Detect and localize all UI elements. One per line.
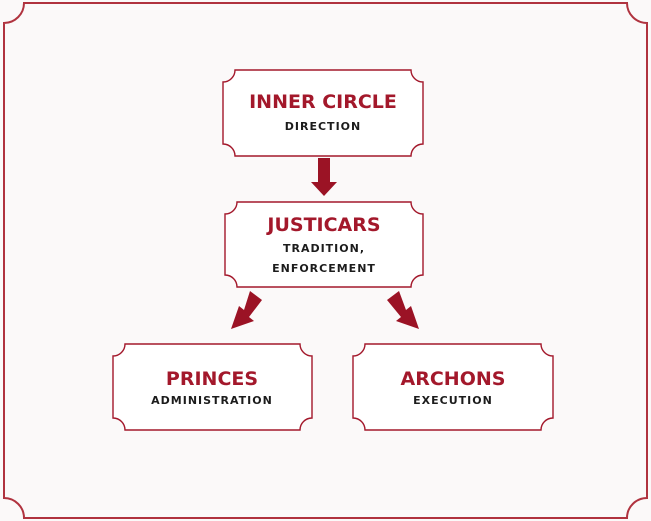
node-title: ARCHONS (401, 368, 506, 390)
node-subtitle: EXECUTION (413, 394, 493, 407)
node-justicars: JUSTICARS TRADITION, ENFORCEMENT (224, 201, 424, 288)
node-title: INNER CIRCLE (249, 91, 397, 113)
arrows-group (231, 158, 419, 329)
node-subtitle-line-1: TRADITION, (283, 242, 365, 255)
arrow-justicars-to-princes (231, 291, 262, 329)
node-title: PRINCES (166, 368, 258, 390)
node-inner-circle: INNER CIRCLE DIRECTION (222, 69, 424, 157)
node-box (222, 69, 424, 157)
arrow-justicars-to-archons (387, 291, 419, 329)
node-subtitle: DIRECTION (285, 120, 361, 133)
node-title: JUSTICARS (265, 214, 380, 236)
node-box (352, 343, 554, 431)
node-box (112, 343, 313, 431)
arrow-inner-circle-to-justicars (311, 158, 337, 196)
node-box (224, 201, 424, 288)
node-subtitle-line-2: ENFORCEMENT (272, 262, 376, 275)
node-princes: PRINCES ADMINISTRATION (112, 343, 313, 431)
node-subtitle: ADMINISTRATION (151, 394, 273, 407)
node-archons: ARCHONS EXECUTION (352, 343, 554, 431)
outer-frame (3, 2, 648, 519)
